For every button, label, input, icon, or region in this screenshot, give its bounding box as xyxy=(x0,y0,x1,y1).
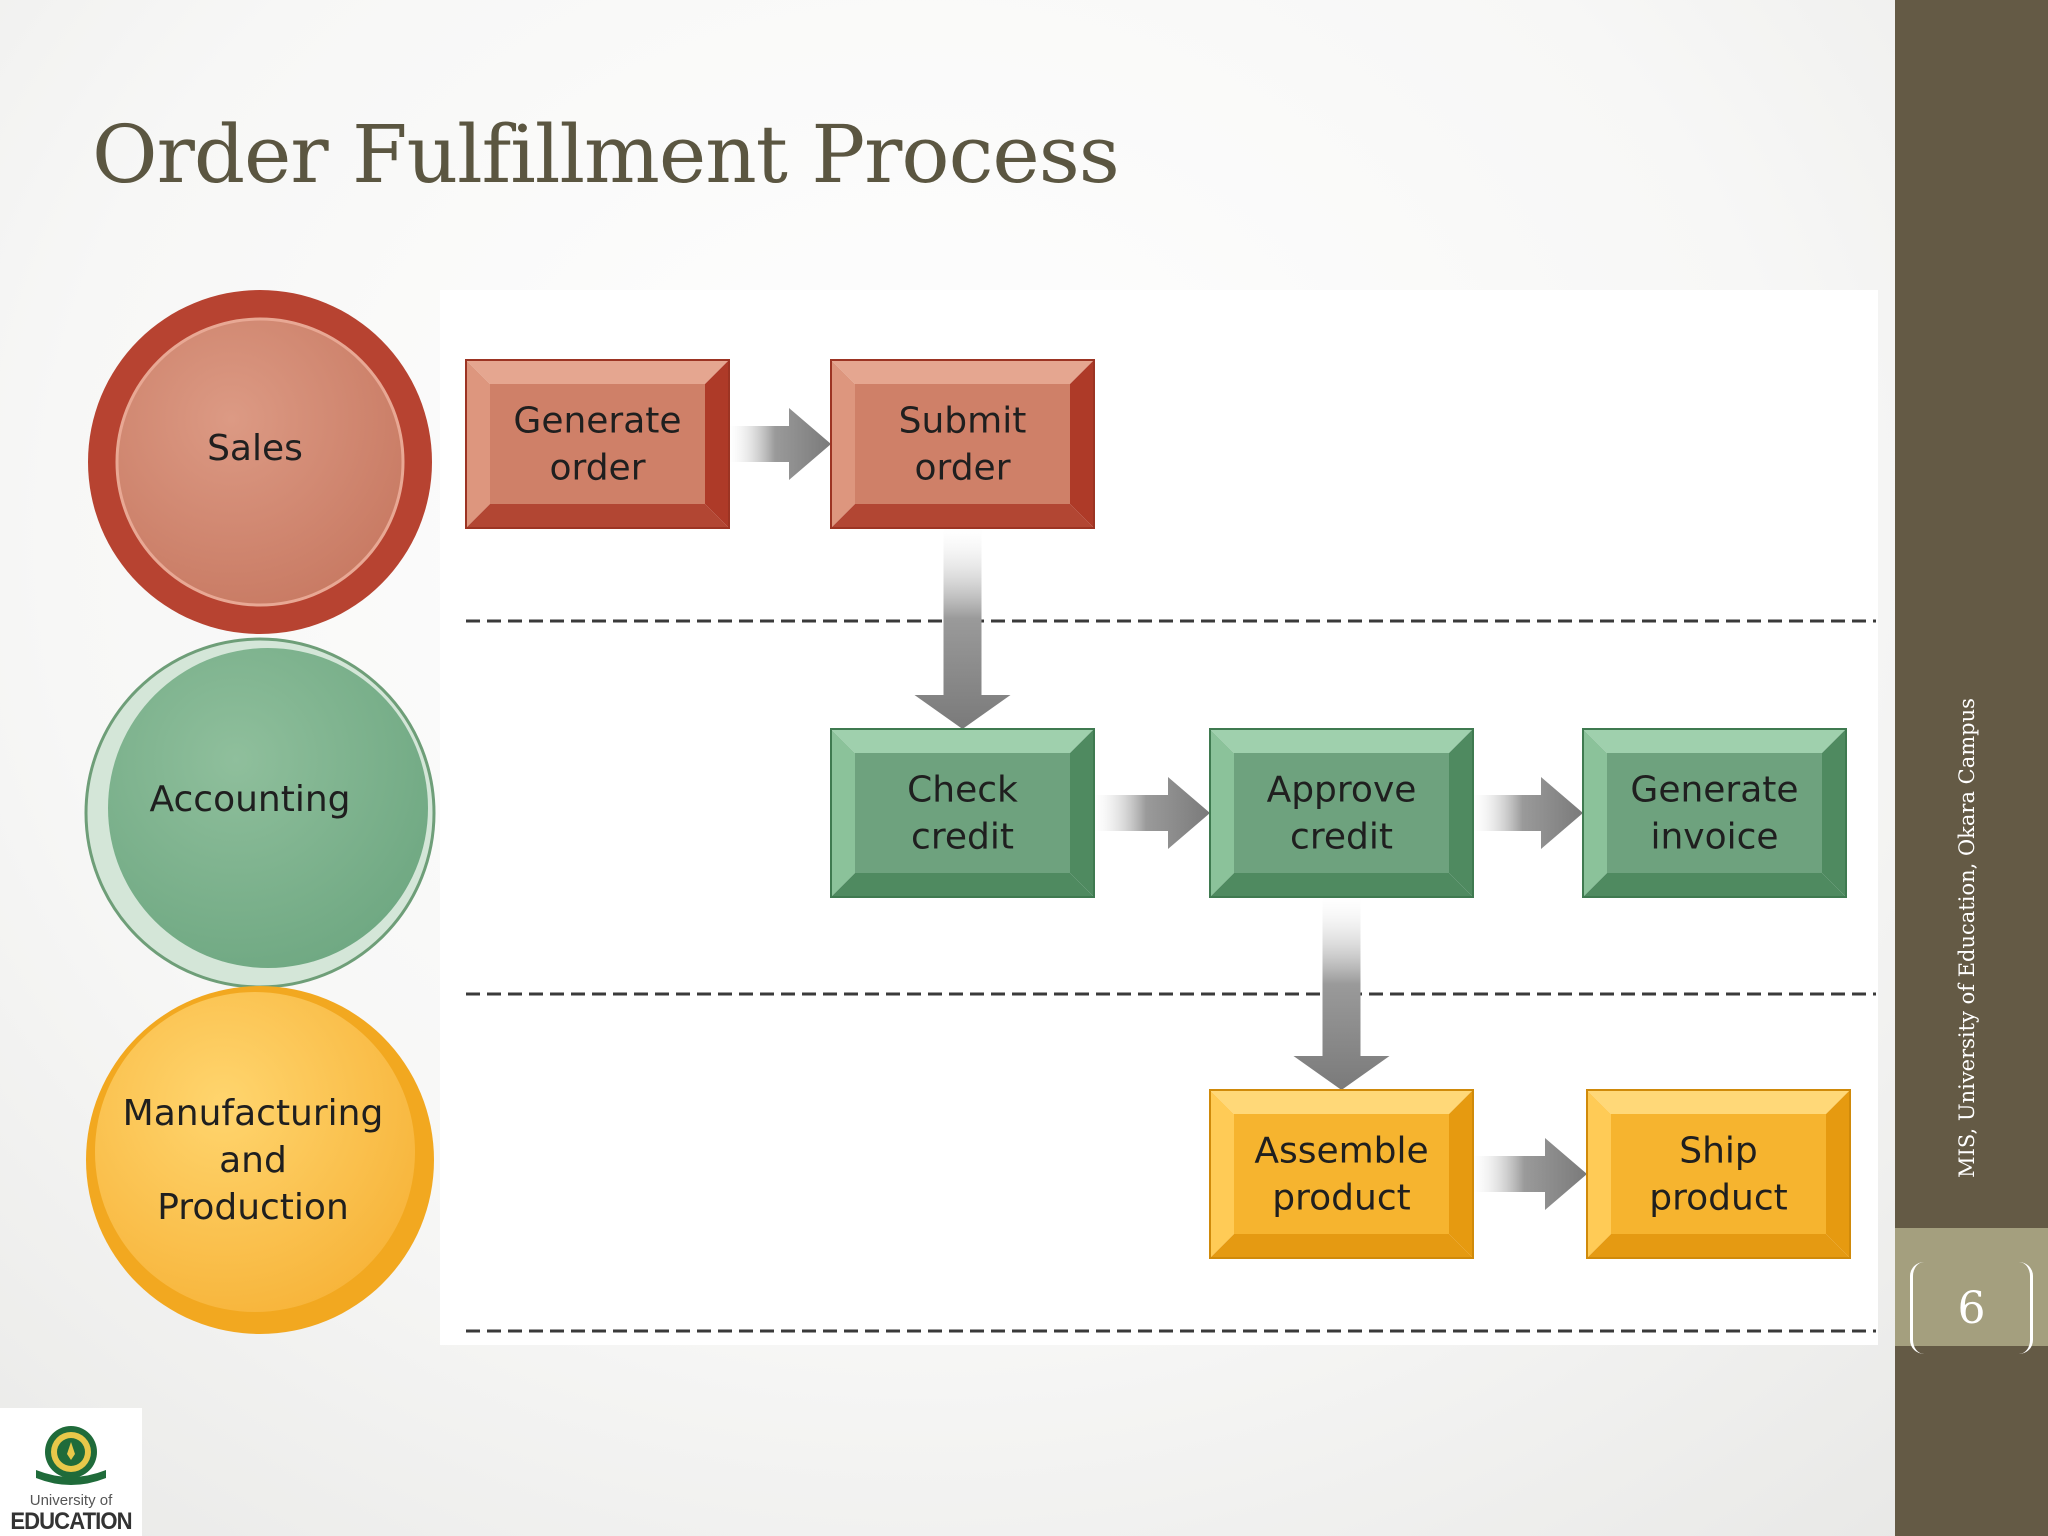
page-number-bracket xyxy=(1910,1262,2033,1354)
flow-arrow-generate-order-to-submit-order xyxy=(729,408,831,480)
lane-accounting: Accounting xyxy=(84,637,436,989)
flow-arrow-submit-order-to-check-credit xyxy=(914,528,1011,729)
logo-text-line2: EDUCATION xyxy=(10,1508,132,1535)
logo-text-line1: University of xyxy=(29,1492,113,1509)
lane-sales: Sales xyxy=(88,290,432,634)
university-logo: University of EDUCATION xyxy=(0,1408,142,1536)
lane-label-accounting: Accounting xyxy=(149,779,350,820)
footer-text: MIS, University of Education, Okara Camp… xyxy=(1955,698,1979,1178)
slide-title: Order Fulfillment Process xyxy=(92,108,1120,201)
flow-arrow-approve-credit-to-assemble-product xyxy=(1293,897,1390,1090)
university-seal-icon xyxy=(36,1426,106,1485)
flow-arrows xyxy=(729,408,1587,1210)
flow-arrow-approve-credit-to-generate-invoice xyxy=(1473,777,1583,849)
flow-arrow-assemble-product-to-ship-product xyxy=(1473,1138,1587,1210)
lane-label-sales: Sales xyxy=(207,428,303,469)
page-number: 6 xyxy=(1957,1282,1986,1334)
flow-arrow-check-credit-to-approve-credit xyxy=(1094,777,1210,849)
page-number-panel xyxy=(1895,1228,2048,1346)
